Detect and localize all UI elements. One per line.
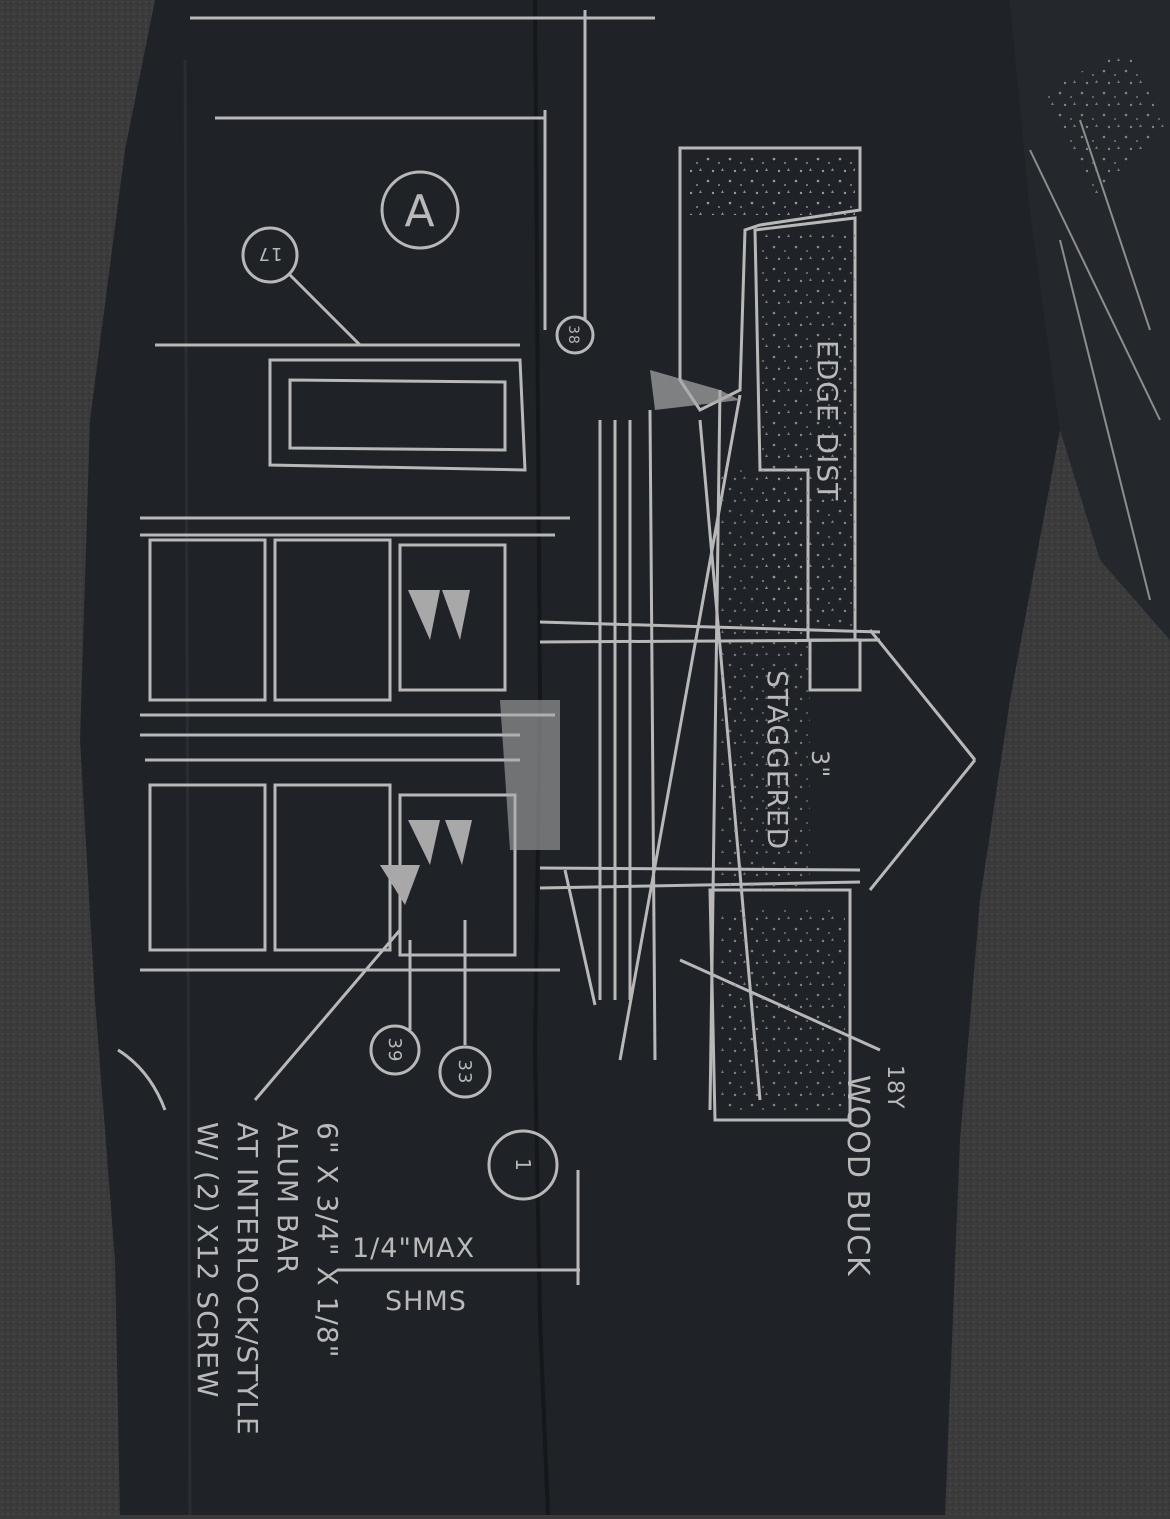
callout-1-label: 1 [511, 1158, 535, 1172]
shms-label: SHMS [385, 1286, 467, 1317]
slab-speckle-bottom [720, 910, 845, 1110]
slab-speckle-left [720, 470, 810, 890]
callout-38-label: 38 [565, 325, 581, 345]
main-trouser-leg [80, 0, 1060, 1515]
right-leg-speckle-print [1040, 50, 1165, 200]
quarter-max-label: 1/4"MAX [352, 1233, 475, 1264]
spec-line-2: ALUM BAR [271, 1122, 304, 1275]
wood-buck-line1: 18Y [882, 1065, 907, 1109]
slab-speckle-top [690, 155, 855, 215]
right-leg-print-lines [1029, 119, 1161, 601]
callout-39-label: 39 [384, 1038, 405, 1063]
staggered-label: STAGGERED [761, 670, 794, 850]
callout-a-label: A [404, 186, 435, 237]
spec-line-1: 6" X 3/4" X 1/8" [311, 1122, 344, 1359]
three-inch-label: 3" [806, 750, 834, 778]
side-fold [183, 59, 192, 1516]
wood-buck-line2: WOOD BUCK [840, 1075, 875, 1277]
callout-17-label: 17 [258, 243, 283, 264]
callout-33-label: 33 [454, 1060, 475, 1085]
center-seam [532, 0, 550, 1516]
blueprint-solid-fills [380, 370, 740, 905]
spec-line-4: W/ (2) X12 SCREW [191, 1122, 224, 1398]
spec-line-3: AT INTERLOCK/STYLE [231, 1122, 264, 1436]
edge-dist-label: EDGE DIST [811, 340, 844, 501]
